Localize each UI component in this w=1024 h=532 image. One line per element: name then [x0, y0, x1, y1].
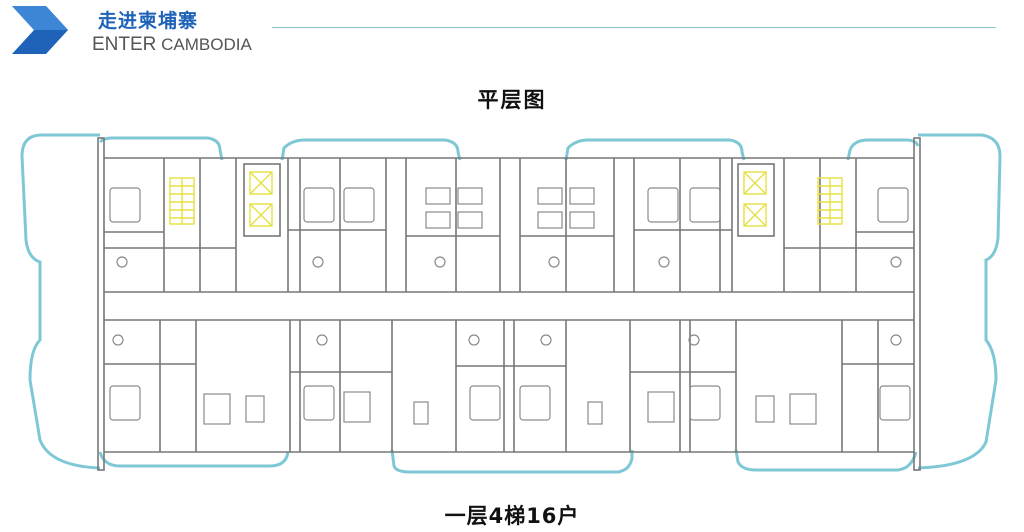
- header-divider: [272, 27, 996, 28]
- stairwells: [169, 171, 843, 227]
- brand-name-english-lead: ENTER: [92, 34, 157, 55]
- header: 走进柬埔寨 ENTER CAMBODIA: [0, 0, 1024, 60]
- plan-caption: 一层4梯16户: [444, 504, 580, 528]
- brand-name-english-rest: CAMBODIA: [156, 35, 252, 54]
- chevron-arrow-icon: [12, 6, 68, 54]
- brand-name-english: ENTER CAMBODIA: [92, 34, 252, 56]
- furniture: [109, 187, 911, 425]
- plan-title: 平层图: [477, 88, 547, 112]
- building-outline: [20, 133, 1002, 474]
- brand-name-chinese: 走进柬埔寨: [98, 10, 199, 32]
- wall-layout: [97, 137, 921, 471]
